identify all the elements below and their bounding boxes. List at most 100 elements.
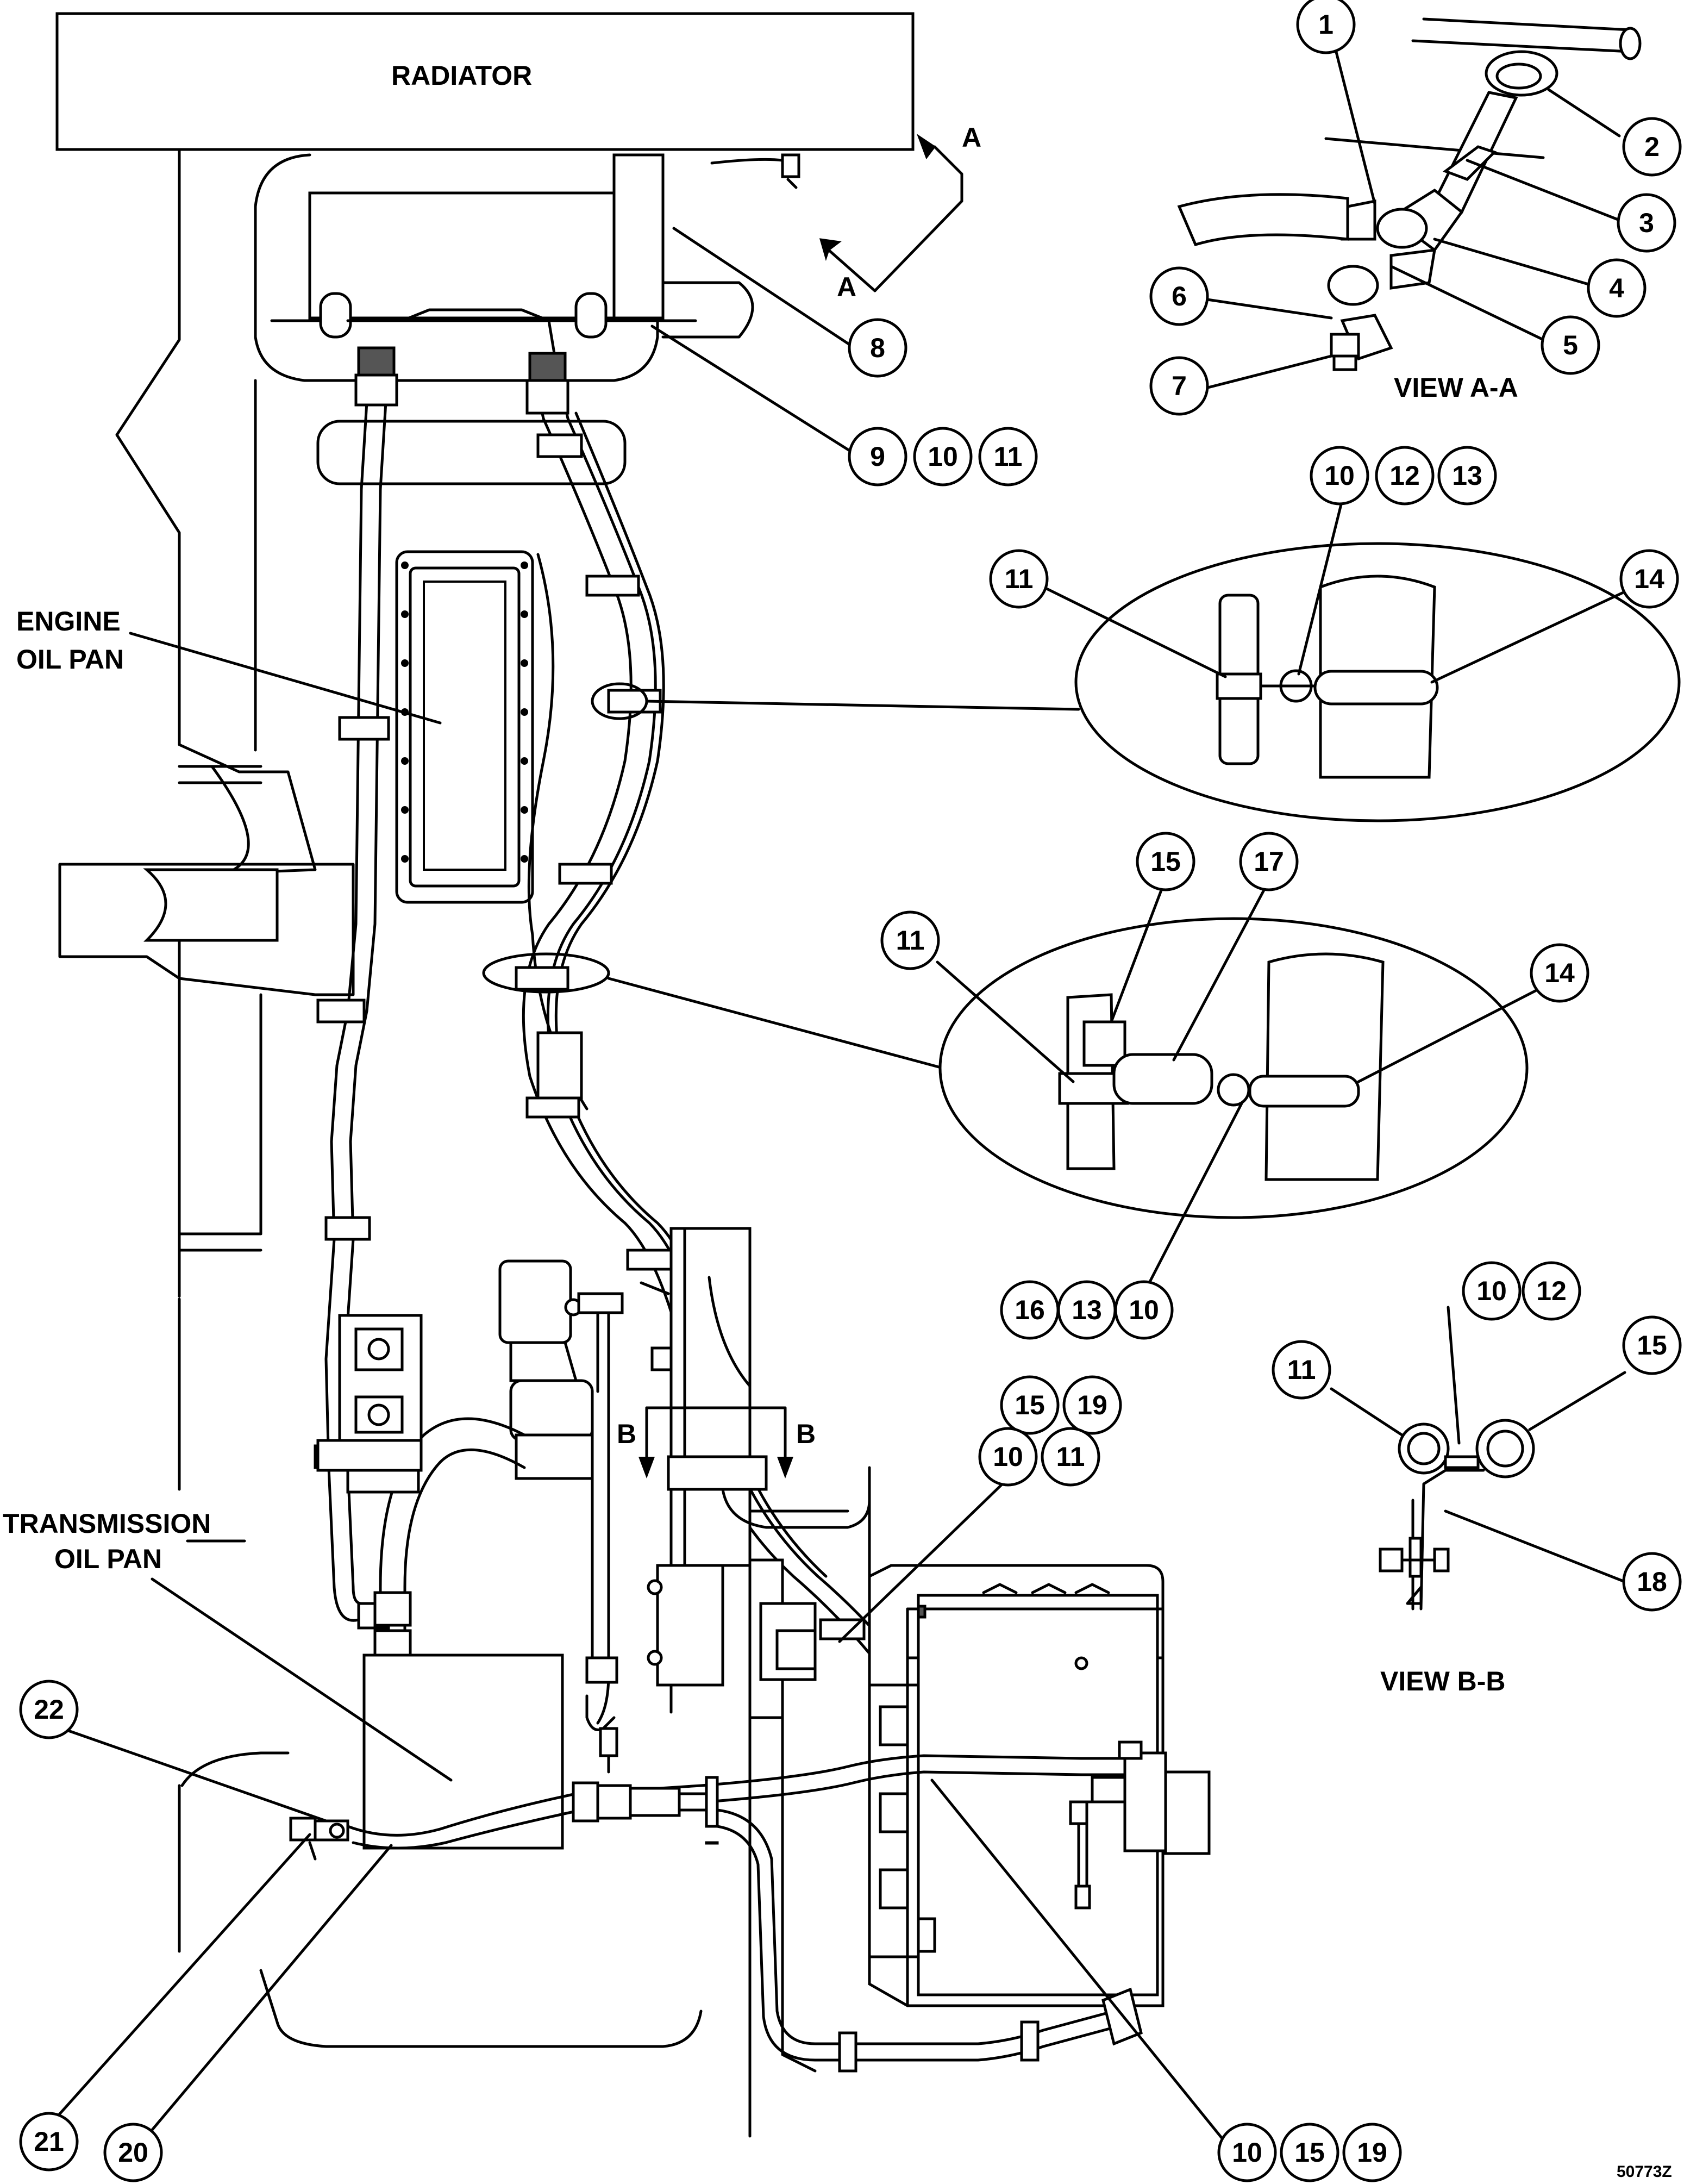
view-bb-label: VIEW B-B: [1380, 1666, 1506, 1696]
svg-text:15: 15: [1150, 846, 1181, 877]
callout-10-f: 10: [1217, 2123, 1277, 2182]
section-a-label-top: A: [962, 122, 981, 153]
transmission-oil-pan-label-line2: OIL PAN: [54, 1544, 162, 1574]
engine-oil-pan: [395, 550, 534, 904]
callout-15-e: 15: [1000, 1375, 1060, 1435]
callout-19-f: 19: [1342, 2123, 1402, 2182]
transmission-oil-pan-label-line1: TRANSMISSION: [3, 1508, 211, 1539]
radiator-label: RADIATOR: [391, 60, 532, 91]
callout-2: 2: [1622, 117, 1682, 177]
callout-9: 9: [848, 427, 907, 486]
svg-text:2: 2: [1644, 132, 1660, 162]
callout-15-f: 15: [1280, 2123, 1339, 2182]
section-b-label-left: B: [617, 1419, 636, 1449]
view-aa-label: VIEW A-A: [1394, 372, 1518, 403]
section-a-label-bottom: A: [837, 272, 856, 302]
svg-text:7: 7: [1172, 371, 1187, 401]
figure-id: 50773Z: [1617, 2163, 1672, 2181]
svg-text:12: 12: [1536, 1276, 1567, 1306]
detail-view-clamp-2: [482, 917, 1529, 1219]
svg-text:14: 14: [1544, 958, 1575, 988]
callout-1: 1: [1296, 0, 1356, 54]
callout-3: 3: [1617, 193, 1676, 253]
svg-text:9: 9: [870, 441, 885, 472]
svg-text:11: 11: [1056, 1442, 1085, 1472]
engine-oil-pan-label-line1: ENGINE: [16, 606, 121, 637]
section-arrow-b: B B: [617, 1406, 816, 1478]
callout-14-c: 14: [1530, 943, 1589, 1003]
callout-17-c: 17: [1239, 832, 1299, 891]
svg-text:19: 19: [1357, 2137, 1387, 2168]
engine-oil-pan-leader: [129, 632, 442, 725]
transmission-oil-pan: [362, 1653, 564, 1850]
center-mount-structure: [647, 1227, 871, 2138]
vehicle-frame: [58, 148, 703, 2048]
callout-7: 7: [1149, 356, 1209, 416]
section-arrow-a: A A: [819, 122, 981, 302]
callout-22: 22: [19, 1680, 79, 1739]
svg-text:19: 19: [1077, 1390, 1107, 1420]
view-bb-detail: VIEW B-B: [1379, 1419, 1535, 1696]
svg-text:10: 10: [1476, 1276, 1507, 1306]
callout-11-b: 11: [989, 549, 1049, 609]
view-aa-detail: VIEW A-A: [1177, 17, 1642, 403]
svg-text:1: 1: [1318, 9, 1334, 40]
callout-19-e: 19: [1062, 1375, 1122, 1435]
section-b-label-right: B: [796, 1419, 816, 1449]
svg-text:11: 11: [994, 441, 1023, 472]
svg-text:16: 16: [1015, 1295, 1045, 1325]
svg-text:18: 18: [1637, 1567, 1667, 1597]
lower-hose-lines: [289, 1716, 1143, 2073]
callout-4: 4: [1587, 258, 1647, 318]
svg-text:11: 11: [896, 925, 925, 956]
svg-text:5: 5: [1563, 330, 1578, 360]
svg-text:10: 10: [1232, 2137, 1262, 2168]
callout-12-b: 12: [1375, 446, 1435, 506]
engine-oil-pan-label-line2: OIL PAN: [16, 644, 124, 675]
callout-16-c: 16: [1000, 1280, 1060, 1340]
callout-21: 21: [19, 2112, 79, 2171]
svg-text:10: 10: [993, 1442, 1023, 1472]
callout-10-a: 10: [913, 427, 973, 486]
svg-text:11: 11: [1005, 564, 1034, 594]
leader-lines: [53, 42, 1648, 2154]
callout-10-c: 10: [1114, 1280, 1174, 1340]
hydraulic-pump: [316, 1259, 624, 1731]
svg-text:4: 4: [1609, 273, 1624, 303]
svg-text:22: 22: [34, 1694, 64, 1725]
callout-11-c: 11: [880, 910, 940, 970]
callout-20: 20: [103, 2123, 163, 2182]
callout-10-e: 10: [978, 1427, 1038, 1487]
transmission-oil-pan-leader: [151, 1577, 453, 1782]
svg-text:3: 3: [1639, 208, 1654, 238]
callout-6: 6: [1149, 266, 1209, 326]
svg-text:13: 13: [1072, 1295, 1102, 1325]
callout-13-b: 13: [1437, 446, 1497, 506]
detail-view-clamp-1: [591, 542, 1681, 822]
svg-text:13: 13: [1452, 460, 1482, 491]
callout-5: 5: [1541, 315, 1600, 375]
callout-11-e: 11: [1041, 1427, 1100, 1487]
svg-text:15: 15: [1294, 2137, 1325, 2168]
svg-text:12: 12: [1389, 460, 1420, 491]
callout-15-d: 15: [1622, 1315, 1682, 1375]
svg-text:15: 15: [1015, 1390, 1045, 1420]
svg-text:11: 11: [1287, 1355, 1316, 1385]
callout-13-c: 13: [1057, 1280, 1117, 1340]
callout-12-d: 12: [1522, 1261, 1581, 1321]
callout-11-d: 11: [1272, 1340, 1331, 1400]
svg-text:10: 10: [1324, 460, 1355, 491]
callout-18-d: 18: [1622, 1552, 1682, 1612]
svg-text:17: 17: [1254, 846, 1284, 877]
svg-text:20: 20: [118, 2137, 148, 2168]
callout-11-a: 11: [978, 427, 1038, 486]
radiator: RADIATOR: [55, 12, 915, 382]
callout-14-b: 14: [1619, 549, 1679, 609]
svg-text:21: 21: [34, 2126, 64, 2157]
svg-text:8: 8: [870, 333, 885, 363]
svg-text:10: 10: [1129, 1295, 1159, 1325]
callout-10-d: 10: [1462, 1261, 1522, 1321]
callout-10-b: 10: [1310, 446, 1369, 506]
callout-8: 8: [848, 318, 907, 378]
